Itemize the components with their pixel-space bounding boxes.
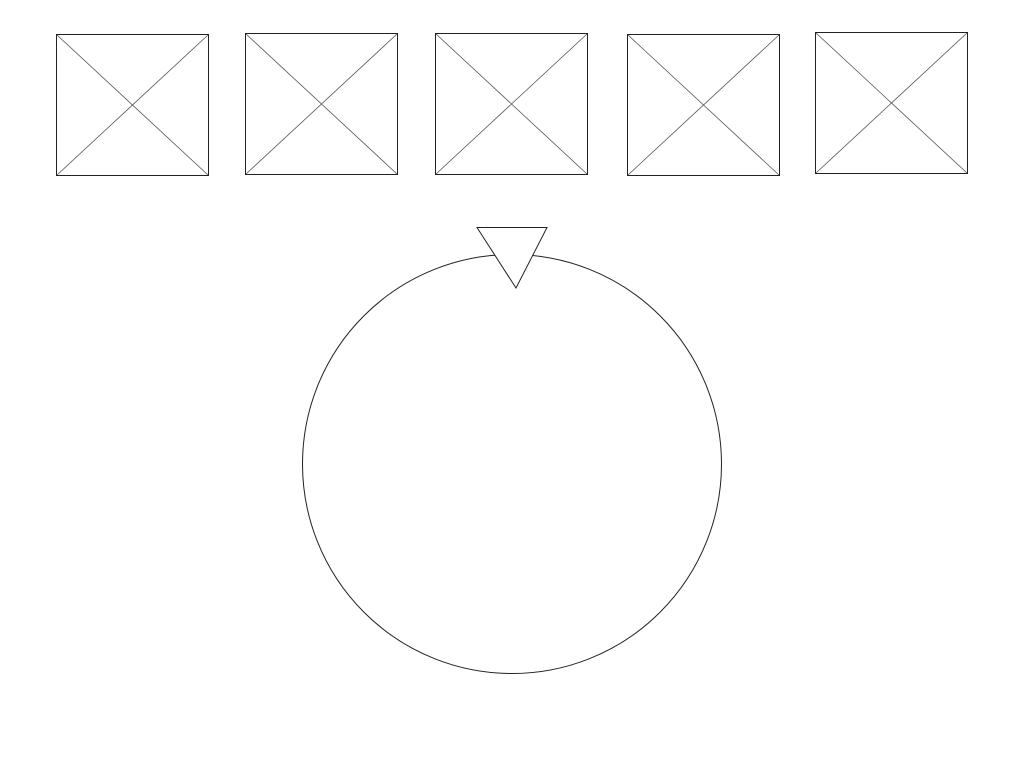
image-placeholder-icon xyxy=(816,33,967,173)
triangle-pointer-icon xyxy=(476,227,548,289)
image-placeholder-icon xyxy=(628,35,779,175)
prize-tile-3[interactable] xyxy=(435,33,588,175)
image-placeholder-icon xyxy=(57,35,208,175)
prize-tile-1[interactable] xyxy=(56,34,209,176)
image-placeholder-icon xyxy=(246,34,397,174)
prize-tile-4[interactable] xyxy=(627,34,780,176)
prize-tile-5[interactable] xyxy=(815,32,968,174)
spin-wheel-graphic xyxy=(302,227,722,674)
spin-wheel[interactable] xyxy=(302,254,722,674)
spin-wheel-area xyxy=(290,220,735,685)
prize-tile-2[interactable] xyxy=(245,33,398,175)
image-placeholder-icon xyxy=(436,34,587,174)
